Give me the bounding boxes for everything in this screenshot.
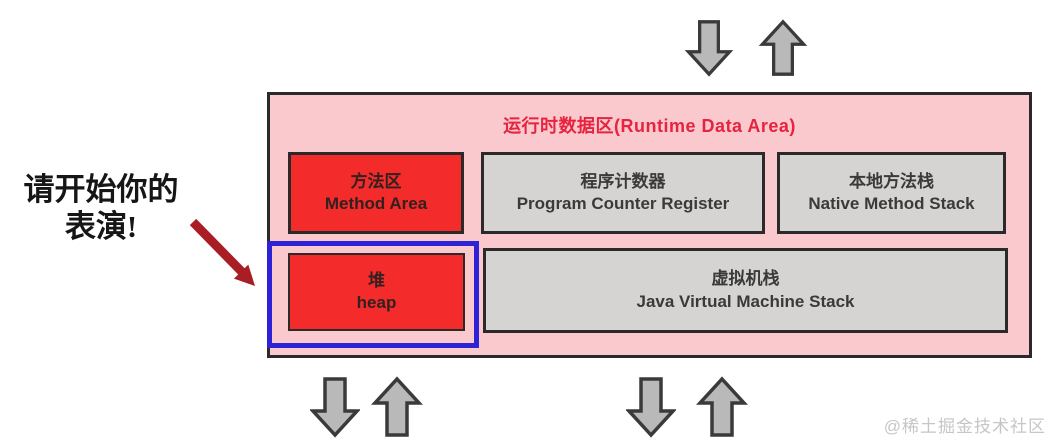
native-method-stack-box: 本地方法栈 Native Method Stack — [777, 152, 1006, 234]
jvm-stack-label-en: Java Virtual Machine Stack — [636, 291, 855, 311]
heap-highlight-outline — [267, 241, 479, 348]
watermark-text: @稀土掘金技术社区 — [883, 417, 1046, 436]
arrow-up-icon — [758, 19, 808, 76]
red-pointer-arrow-icon — [189, 218, 255, 286]
jvm-stack-box: 虚拟机栈 Java Virtual Machine Stack — [483, 248, 1008, 333]
caption-text: 请开始你的 表演! — [6, 172, 196, 245]
arrow-down-icon — [626, 377, 676, 438]
jvm-stack-label-zh: 虚拟机栈 — [711, 269, 780, 289]
method-area-label-en: Method Area — [324, 194, 428, 213]
arrow-down-icon — [684, 20, 734, 77]
arrow-up-icon — [696, 376, 748, 437]
native-stack-label-zh: 本地方法栈 — [849, 171, 934, 191]
method-area-label-zh: 方法区 — [350, 171, 402, 191]
pc-register-label-zh: 程序计数器 — [580, 171, 666, 191]
method-area-box: 方法区 Method Area — [288, 152, 464, 234]
caption-line2: 表演! — [64, 208, 138, 244]
native-stack-label-en: Native Method Stack — [808, 194, 975, 213]
pc-register-label-en: Program Counter Register — [516, 194, 730, 213]
heap-label-zh: 堆 — [368, 270, 385, 290]
program-counter-register-box: 程序计数器 Program Counter Register — [481, 152, 765, 234]
heap-label-en: heap — [356, 293, 397, 312]
arrow-up-icon — [371, 376, 423, 437]
arrow-down-icon — [310, 377, 360, 438]
caption-line1: 请开始你的 — [23, 172, 179, 207]
heap-box: 堆 heap — [288, 253, 465, 331]
runtime-data-area-title: 运行时数据区(Runtime Data Area) — [503, 116, 796, 136]
